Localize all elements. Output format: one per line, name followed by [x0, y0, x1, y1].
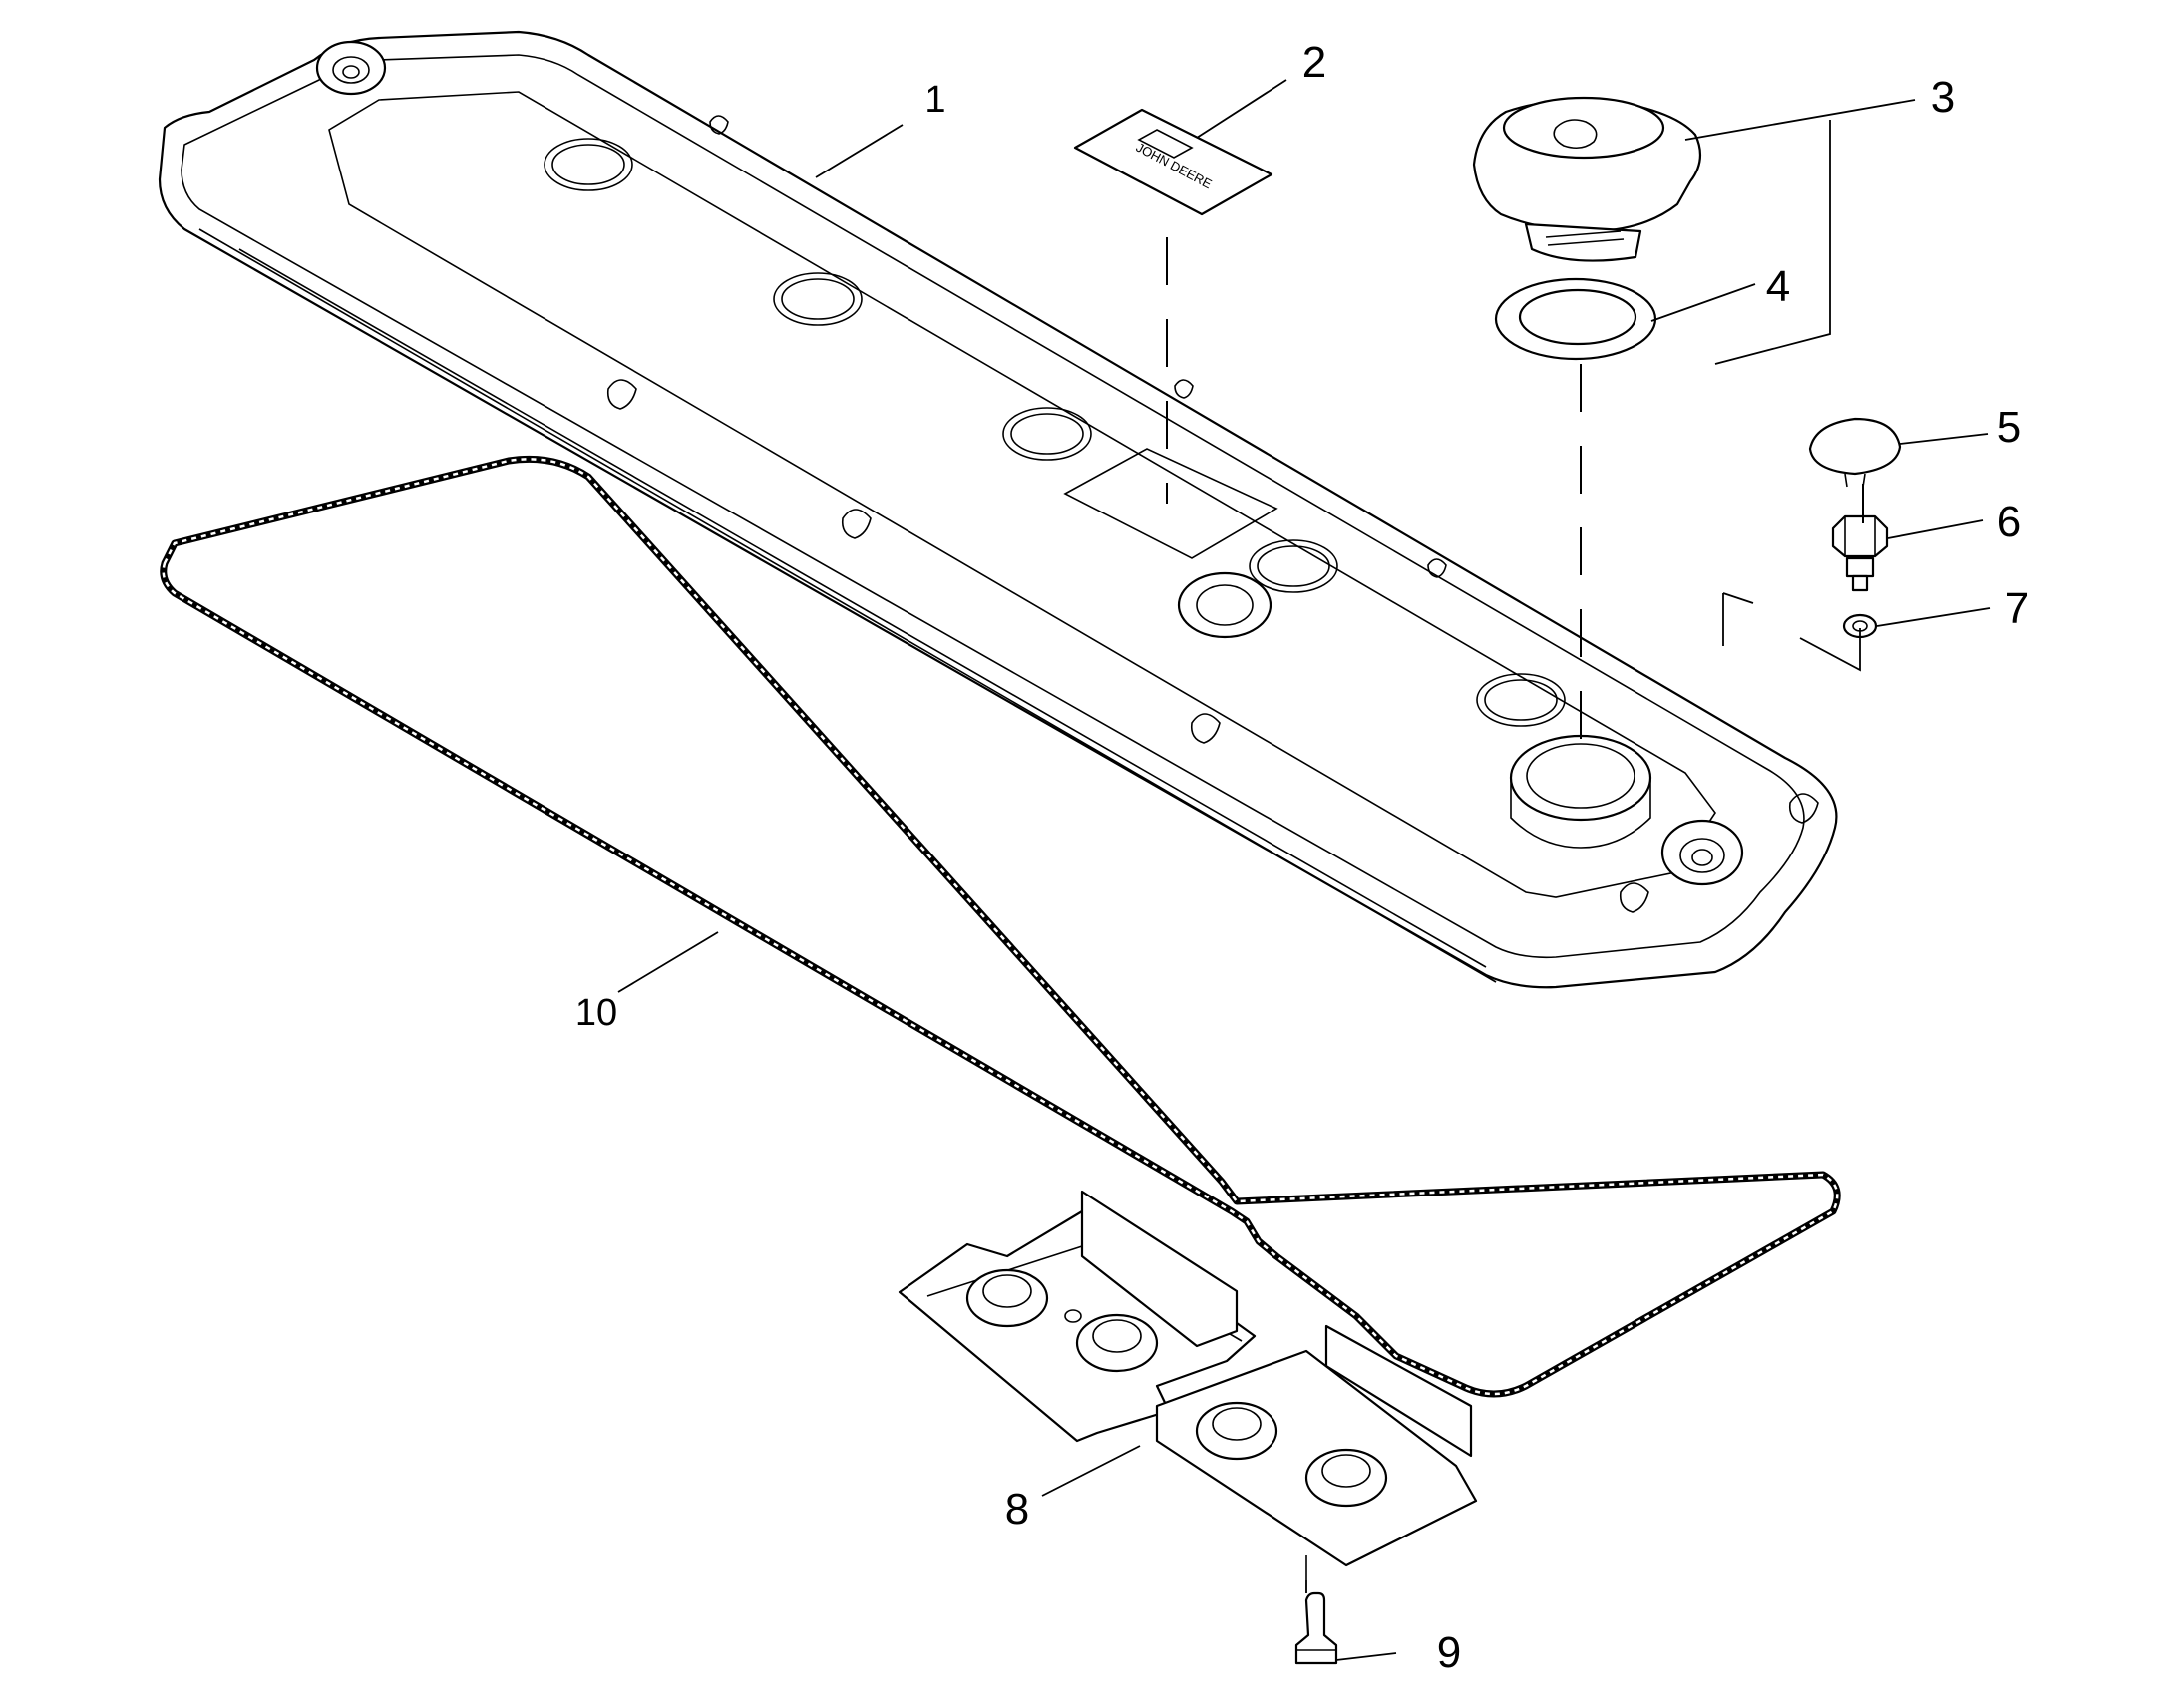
callout-5: 5 — [1998, 403, 2021, 452]
callout-1: 1 — [924, 79, 945, 121]
leader-lines — [617, 79, 1991, 1661]
bolt-6 — [1831, 514, 1889, 592]
callout-3: 3 — [1931, 73, 1955, 122]
plug — [1808, 417, 1902, 488]
baffle-plate — [898, 1190, 1478, 1567]
gasket-seal — [160, 455, 1841, 1398]
oil-fill-cap — [1472, 96, 1702, 262]
callout-7: 7 — [2005, 584, 2029, 633]
callout-6: 6 — [1998, 498, 2021, 546]
callout-8: 8 — [1005, 1485, 1029, 1534]
bolt-9 — [1294, 1591, 1338, 1665]
callout-9: 9 — [1437, 1628, 1461, 1677]
callout-brackets — [1714, 120, 1861, 672]
callout-4: 4 — [1766, 262, 1790, 311]
callout-2: 2 — [1302, 38, 1326, 87]
assembly-centerlines — [1166, 237, 1864, 1593]
seal-ring — [1494, 277, 1657, 361]
callout-labels: 1 2 3 4 5 6 7 8 9 10 — [575, 38, 2029, 1677]
rocker-cover — [158, 30, 1838, 989]
callout-10: 10 — [575, 992, 617, 1034]
decal: JOHN DEERE — [1073, 108, 1273, 216]
